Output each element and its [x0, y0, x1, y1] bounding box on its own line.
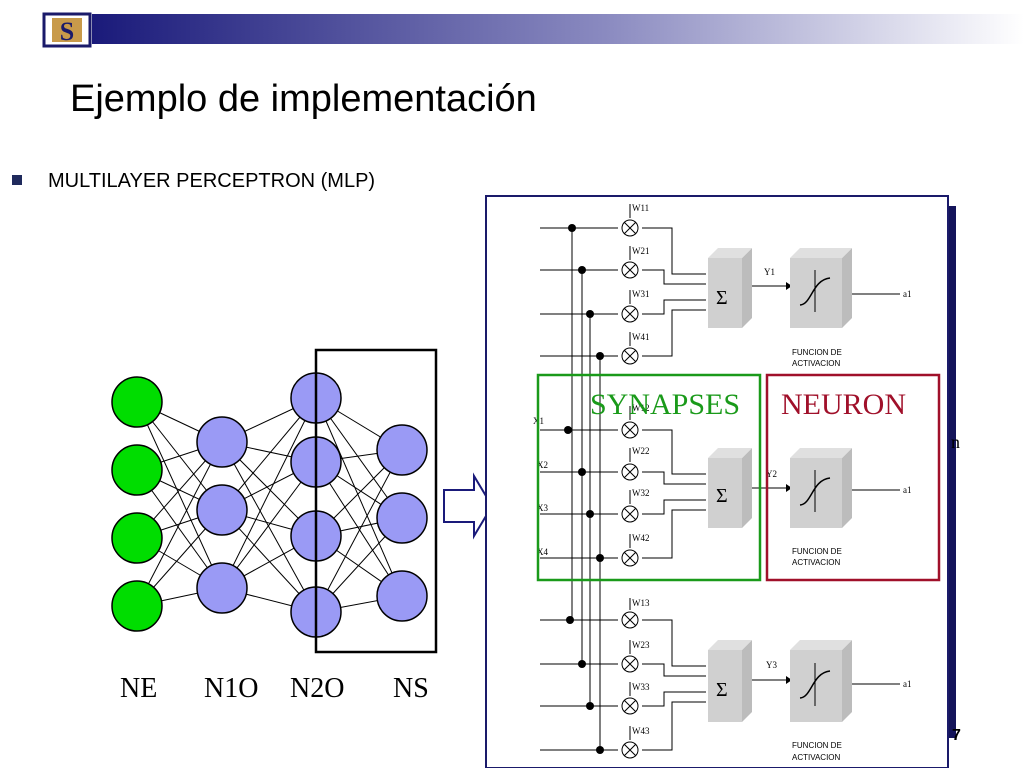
- svg-text:a1: a1: [903, 485, 912, 495]
- svg-text:FUNCION DE: FUNCION DE: [792, 741, 842, 750]
- network-connections: [136, 397, 403, 613]
- svg-text:Σ: Σ: [716, 485, 728, 507]
- layer-label-ns: NS: [393, 673, 429, 704]
- svg-text:ACTIVACION: ACTIVACION: [792, 753, 841, 762]
- svg-text:a1: a1: [903, 679, 912, 689]
- hidden1-node: [196, 562, 248, 614]
- synapse-block-3: W13 W23 W33 W43 Σ Y3 a1 FUNCION DE ACTIV…: [540, 598, 912, 762]
- svg-text:W41: W41: [632, 332, 650, 342]
- output-node: [376, 424, 428, 476]
- svg-text:W13: W13: [632, 598, 650, 608]
- synapses-box: [536, 373, 762, 582]
- svg-text:W21: W21: [632, 246, 650, 256]
- input-node: [111, 376, 163, 428]
- svg-text:FUNCION DE: FUNCION DE: [792, 547, 842, 556]
- synapse-block-2: W12 W22 W32 W42 X1 X2 X3 X4 Σ Y2 a1 FUNC…: [533, 403, 912, 567]
- neuron-box: [765, 373, 941, 582]
- svg-text:W33: W33: [632, 682, 650, 692]
- svg-text:X4: X4: [537, 547, 548, 557]
- svg-text:W32: W32: [632, 488, 650, 498]
- input-node: [111, 580, 163, 632]
- svg-text:W12: W12: [632, 403, 650, 413]
- svg-text:Y1: Y1: [764, 267, 775, 277]
- layer-label-n2o: N2O: [290, 673, 344, 704]
- svg-text:ACTIVACION: ACTIVACION: [792, 558, 841, 567]
- svg-text:W11: W11: [632, 203, 649, 213]
- svg-text:a1: a1: [903, 289, 912, 299]
- svg-text:W23: W23: [632, 640, 650, 650]
- input-node: [111, 512, 163, 564]
- page-title: Ejemplo de implementación: [70, 78, 537, 120]
- output-node: [376, 570, 428, 622]
- svg-text:Σ: Σ: [716, 679, 728, 701]
- neuron-label: NEURON: [781, 388, 906, 421]
- layer-label-n1o: N1O: [204, 673, 258, 704]
- svg-text:Y2: Y2: [766, 469, 777, 479]
- logo-letter: S: [60, 17, 74, 46]
- logo: S: [42, 12, 92, 48]
- layer-label-ne: NE: [120, 673, 157, 704]
- svg-text:X2: X2: [537, 460, 548, 470]
- header-bar: [0, 0, 1024, 50]
- selection-box: [314, 348, 438, 654]
- arrow-icon: [443, 472, 494, 540]
- svg-text:X3: X3: [537, 503, 548, 513]
- hidden1-node: [196, 484, 248, 536]
- hidden1-node: [196, 416, 248, 468]
- bullet-item: MULTILAYER PERCEPTRON (MLP): [12, 170, 375, 193]
- svg-text:ACTIVACION: ACTIVACION: [792, 359, 841, 368]
- input-node: [111, 444, 163, 496]
- svg-text:FUNCION DE: FUNCION DE: [792, 348, 842, 357]
- svg-text:Y3: Y3: [766, 660, 777, 670]
- page-number: 7: [952, 727, 961, 744]
- output-node: [376, 492, 428, 544]
- bullet-text: MULTILAYER PERCEPTRON (MLP): [48, 170, 376, 192]
- synapses-label: SYNAPSES: [590, 388, 740, 421]
- svg-text:W43: W43: [632, 726, 650, 736]
- svg-text:W42: W42: [632, 533, 650, 543]
- svg-text:W31: W31: [632, 289, 650, 299]
- panel-edge-text: n: [951, 432, 960, 452]
- synapse-block-1: W11 W21 W31 W41 Σ Y1 a1 FUNCION DE ACTIV…: [540, 203, 912, 368]
- bullet-square: [12, 175, 22, 185]
- svg-text:Σ: Σ: [716, 287, 728, 309]
- svg-text:W22: W22: [632, 446, 650, 456]
